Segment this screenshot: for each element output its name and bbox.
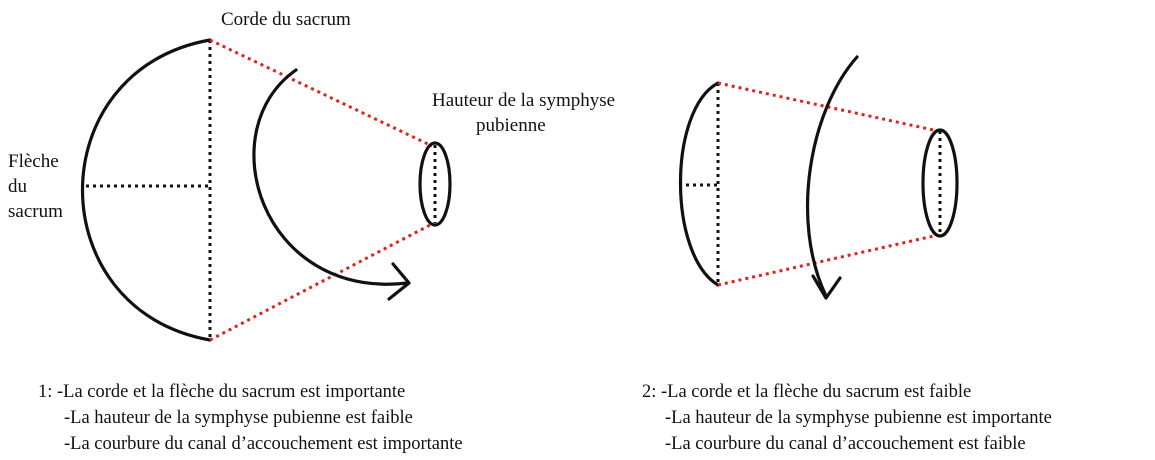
label-fleche-line-2: du <box>8 176 28 197</box>
fig1-arrowhead-icon <box>389 264 409 299</box>
fig2-caption-line-2: -La hauteur de la symphyse pubienne est … <box>665 408 1052 428</box>
fig1-sacrum-curve <box>83 40 211 340</box>
fig1-symphysis-ellipse <box>420 143 450 225</box>
fig1-caption-line-3: -La courbure du canal d’accouchement est… <box>64 434 463 454</box>
fig1-caption-line-2: -La hauteur de la symphyse pubienne est … <box>64 408 413 428</box>
fig2-red-line-bottom <box>718 235 938 285</box>
fig2-canal-curve <box>808 57 857 296</box>
label-hauteur-line-1: Hauteur de la symphyse <box>432 90 615 111</box>
fig1-red-line-top <box>210 40 432 146</box>
fig1-canal-curve <box>254 70 408 284</box>
figure-1: Corde du sacrum Flèche du sacrum Hauteur… <box>8 9 615 454</box>
label-hauteur-line-2: pubienne <box>476 115 546 136</box>
label-fleche-line-1: Flèche <box>8 151 59 172</box>
fig2-caption-line-3: -La courbure du canal d’accouchement est… <box>665 434 1026 454</box>
fig2-caption-line-1: 2: -La corde et la flèche du sacrum est … <box>642 382 971 402</box>
fig1-red-line-bottom <box>210 224 432 340</box>
label-fleche-line-3: sacrum <box>8 201 63 222</box>
figure-2: 2: -La corde et la flèche du sacrum est … <box>642 57 1052 454</box>
fig2-arrowhead-icon <box>813 276 840 298</box>
label-corde-du-sacrum: Corde du sacrum <box>221 9 351 30</box>
fig1-caption-line-1: 1: -La corde et la flèche du sacrum est … <box>38 382 405 402</box>
